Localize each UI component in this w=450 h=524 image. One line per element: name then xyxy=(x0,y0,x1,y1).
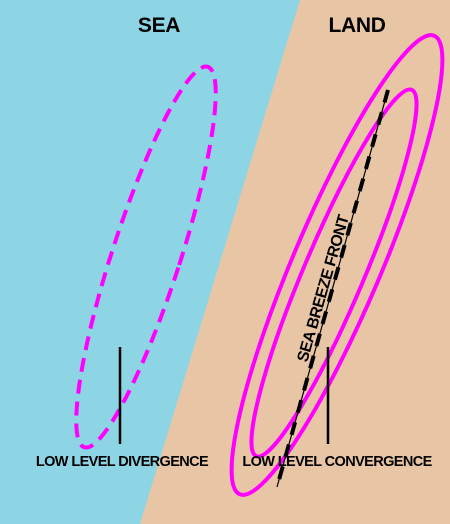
convergence-label: LOW LEVEL CONVERGENCE xyxy=(242,454,432,470)
land-uplift-outer-contour xyxy=(229,33,445,497)
divergence-label: LOW LEVEL DIVERGENCE xyxy=(36,454,209,470)
sea-subsidence-contour xyxy=(74,64,218,450)
land-label: LAND xyxy=(328,14,385,37)
sea-breeze-front-line xyxy=(276,89,389,488)
sea-label: SEA xyxy=(138,14,180,37)
land-uplift-inner-contour xyxy=(249,87,419,459)
